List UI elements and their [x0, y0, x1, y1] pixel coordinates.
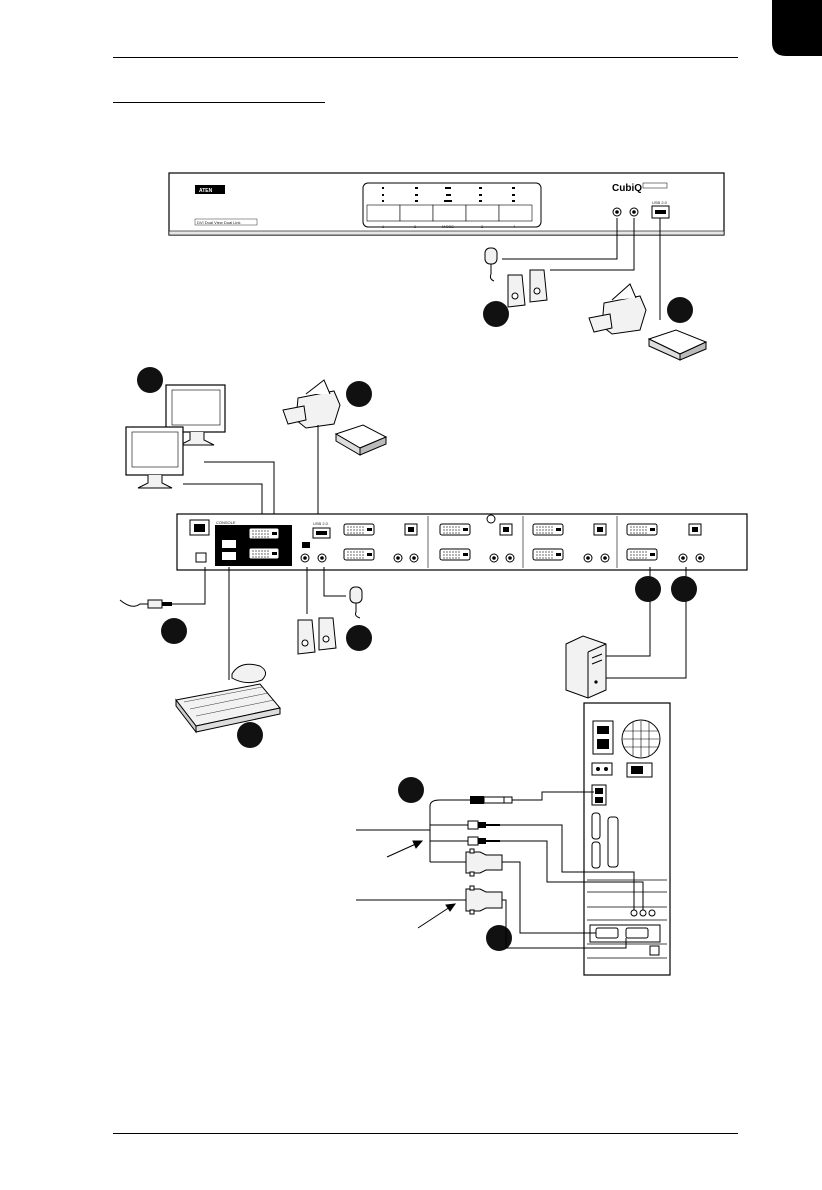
- computer-tower-icon: [566, 636, 606, 698]
- callout-computer-dvi-2: [671, 576, 697, 602]
- front-external-drive-icon: [649, 330, 706, 360]
- callout-dvi-cable: [486, 925, 512, 951]
- front-mic-jack: [613, 208, 621, 216]
- brand-front: ATEN: [199, 188, 213, 194]
- model-caption: DVI Dual View Dual Link: [197, 220, 241, 225]
- monitor-icon-rear-b: [126, 427, 183, 488]
- rear-microphone-icon: [350, 587, 362, 618]
- callout-computer-dvi-1: [635, 576, 661, 602]
- callout-usb-front: [667, 297, 693, 323]
- front-microphone-icon: [485, 248, 497, 281]
- usb-connector-icon: [470, 796, 512, 804]
- rear-speakers-icon: [298, 618, 336, 654]
- mode-label: MODE: [442, 224, 454, 229]
- dvi-connector-icon: [466, 849, 502, 914]
- rear-external-drive-icon: [336, 425, 386, 455]
- rear-speaker-jack: [301, 554, 309, 562]
- callout-usb-cable: [398, 777, 424, 803]
- kvm-front-panel: ATEN DVI Dual View Dual Link 1 2 MODE 3 …: [169, 173, 724, 235]
- product-line-logo: CubiQ: [612, 183, 642, 194]
- front-usb-label: USB 2.0: [652, 200, 668, 205]
- callout-audio-rear: [346, 625, 372, 651]
- rear-mic-jack: [318, 554, 326, 562]
- callout-keyboard-mouse: [237, 722, 263, 748]
- console-label: CONSOLE: [216, 520, 236, 525]
- front-speaker-jack: [630, 208, 638, 216]
- callout-usb-rear: [346, 381, 372, 407]
- power-adapter-icon: [120, 600, 172, 608]
- computer-rear-view: [584, 703, 670, 975]
- mouse-icon: [232, 664, 266, 682]
- front-printer-icon: [589, 284, 646, 334]
- callout-monitors: [137, 367, 163, 393]
- audio-jack-icon: [468, 821, 500, 845]
- keyboard-icon: [176, 684, 280, 732]
- callout-audio-front: [483, 301, 509, 327]
- rear-usb-label: USB 2.0: [313, 521, 329, 526]
- kvm-rear-panel: CONSOLE USB 2.0: [177, 514, 747, 570]
- cable-bundle: [356, 800, 470, 900]
- front-speakers-icon: [508, 270, 547, 307]
- rear-printer-icon: [283, 380, 340, 428]
- callout-power: [161, 618, 187, 644]
